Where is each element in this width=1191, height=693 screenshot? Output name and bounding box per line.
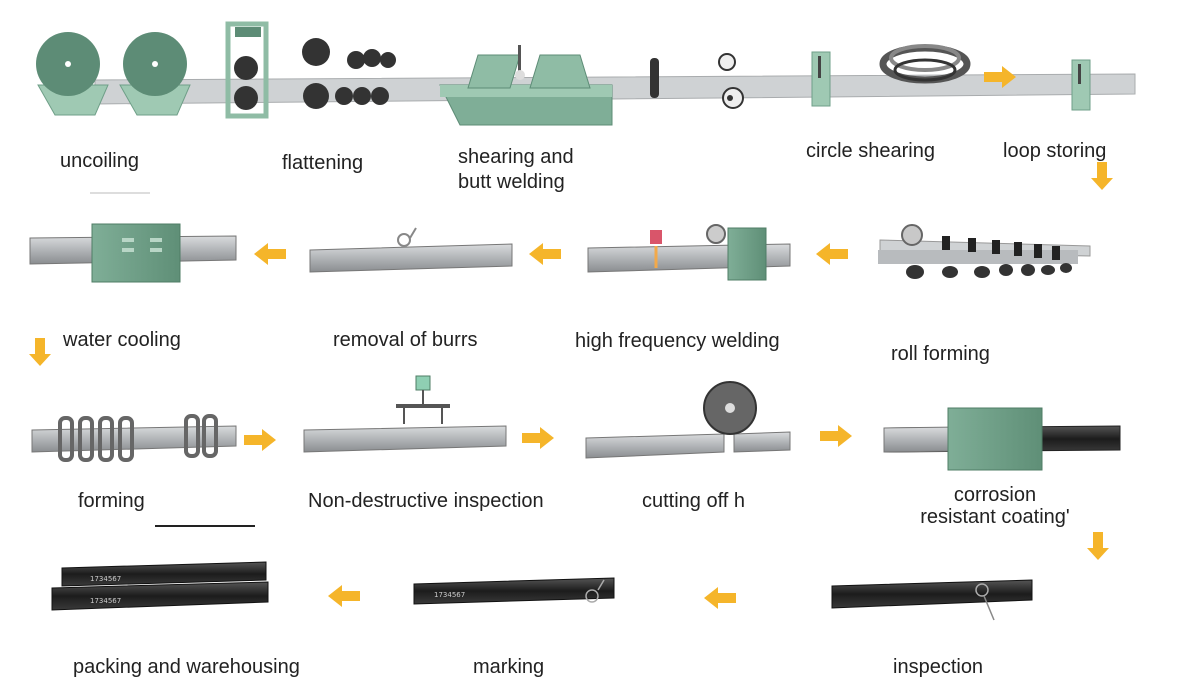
water-cooling-pipe: [29, 223, 237, 283]
circle-shearing-stand: [811, 51, 831, 107]
label-forming: forming: [78, 490, 145, 512]
flow-arrow-down: [1091, 162, 1113, 190]
label-marking: marking: [473, 656, 545, 678]
label-cutting-off: cutting off h: [642, 490, 746, 512]
flow-arrow-down: [29, 338, 51, 366]
non-destructive-inspection-pipe: [303, 375, 507, 453]
flattening-machine: [225, 21, 396, 119]
high-frequency-welding-pipe: [587, 224, 791, 281]
label-water-cooling: water cooling: [63, 329, 181, 351]
loop-storing-stand: [1071, 59, 1091, 111]
deburring-pipe: [309, 227, 513, 273]
flow-arrow-down: [1087, 532, 1109, 560]
label-flattening: flattening: [282, 152, 364, 174]
loop-storing-coil: [879, 44, 971, 84]
cutting-off-pipe: [585, 381, 791, 459]
flow-arrow-left: [704, 587, 736, 609]
edge-trimming-rolls: [650, 53, 744, 109]
shearing-welding-machine: [439, 45, 613, 126]
label-uncoiling: uncoiling: [60, 150, 139, 172]
label-non-destructive-inspection: Non-destructive inspection: [308, 490, 544, 512]
label-roll-forming: roll forming: [891, 343, 990, 365]
label-high-frequency-welding: high frequency welding: [575, 330, 780, 352]
label-corrosion-1: corrosion: [953, 484, 1037, 506]
flow-arrow-left: [328, 585, 360, 607]
flow-arrow-left: [529, 243, 561, 265]
packed-pipes: 1734567 1734567: [51, 561, 269, 611]
flow-arrow-right: [820, 425, 852, 447]
label-corrosion-2: resistant coating': [920, 506, 1070, 528]
forming-pipe: [31, 414, 237, 462]
label-shearing-welding-2: butt welding: [458, 171, 565, 193]
marking-pipe: 1734567: [413, 577, 615, 605]
flow-arrow-right: [244, 429, 276, 451]
corrosion-coating-pipe: [883, 407, 1121, 471]
label-packing-and-warehousing: packing and warehousing: [73, 656, 300, 678]
roll-forming-machine: [878, 224, 1091, 279]
label-circle-shearing: circle shearing: [806, 140, 935, 162]
label-inspection: inspection: [893, 656, 984, 678]
label-removal-of-burrs: removal of burrs: [333, 329, 478, 351]
packing-mark-1: 1734567: [90, 575, 121, 583]
flow-arrow-left: [254, 243, 286, 265]
label-shearing-welding-1: shearing and: [458, 146, 574, 168]
flow-arrow-right: [984, 66, 1016, 88]
flow-arrows: [29, 66, 1113, 609]
inspection-pipe: [831, 579, 1033, 621]
packing-mark-2: 1734567: [90, 597, 121, 605]
label-loop-storing: loop storing: [1003, 140, 1107, 162]
marking-text: 1734567: [434, 591, 465, 599]
flow-arrow-left: [816, 243, 848, 265]
uncoiler-machine: [36, 32, 191, 116]
flow-arrow-right: [522, 427, 554, 449]
